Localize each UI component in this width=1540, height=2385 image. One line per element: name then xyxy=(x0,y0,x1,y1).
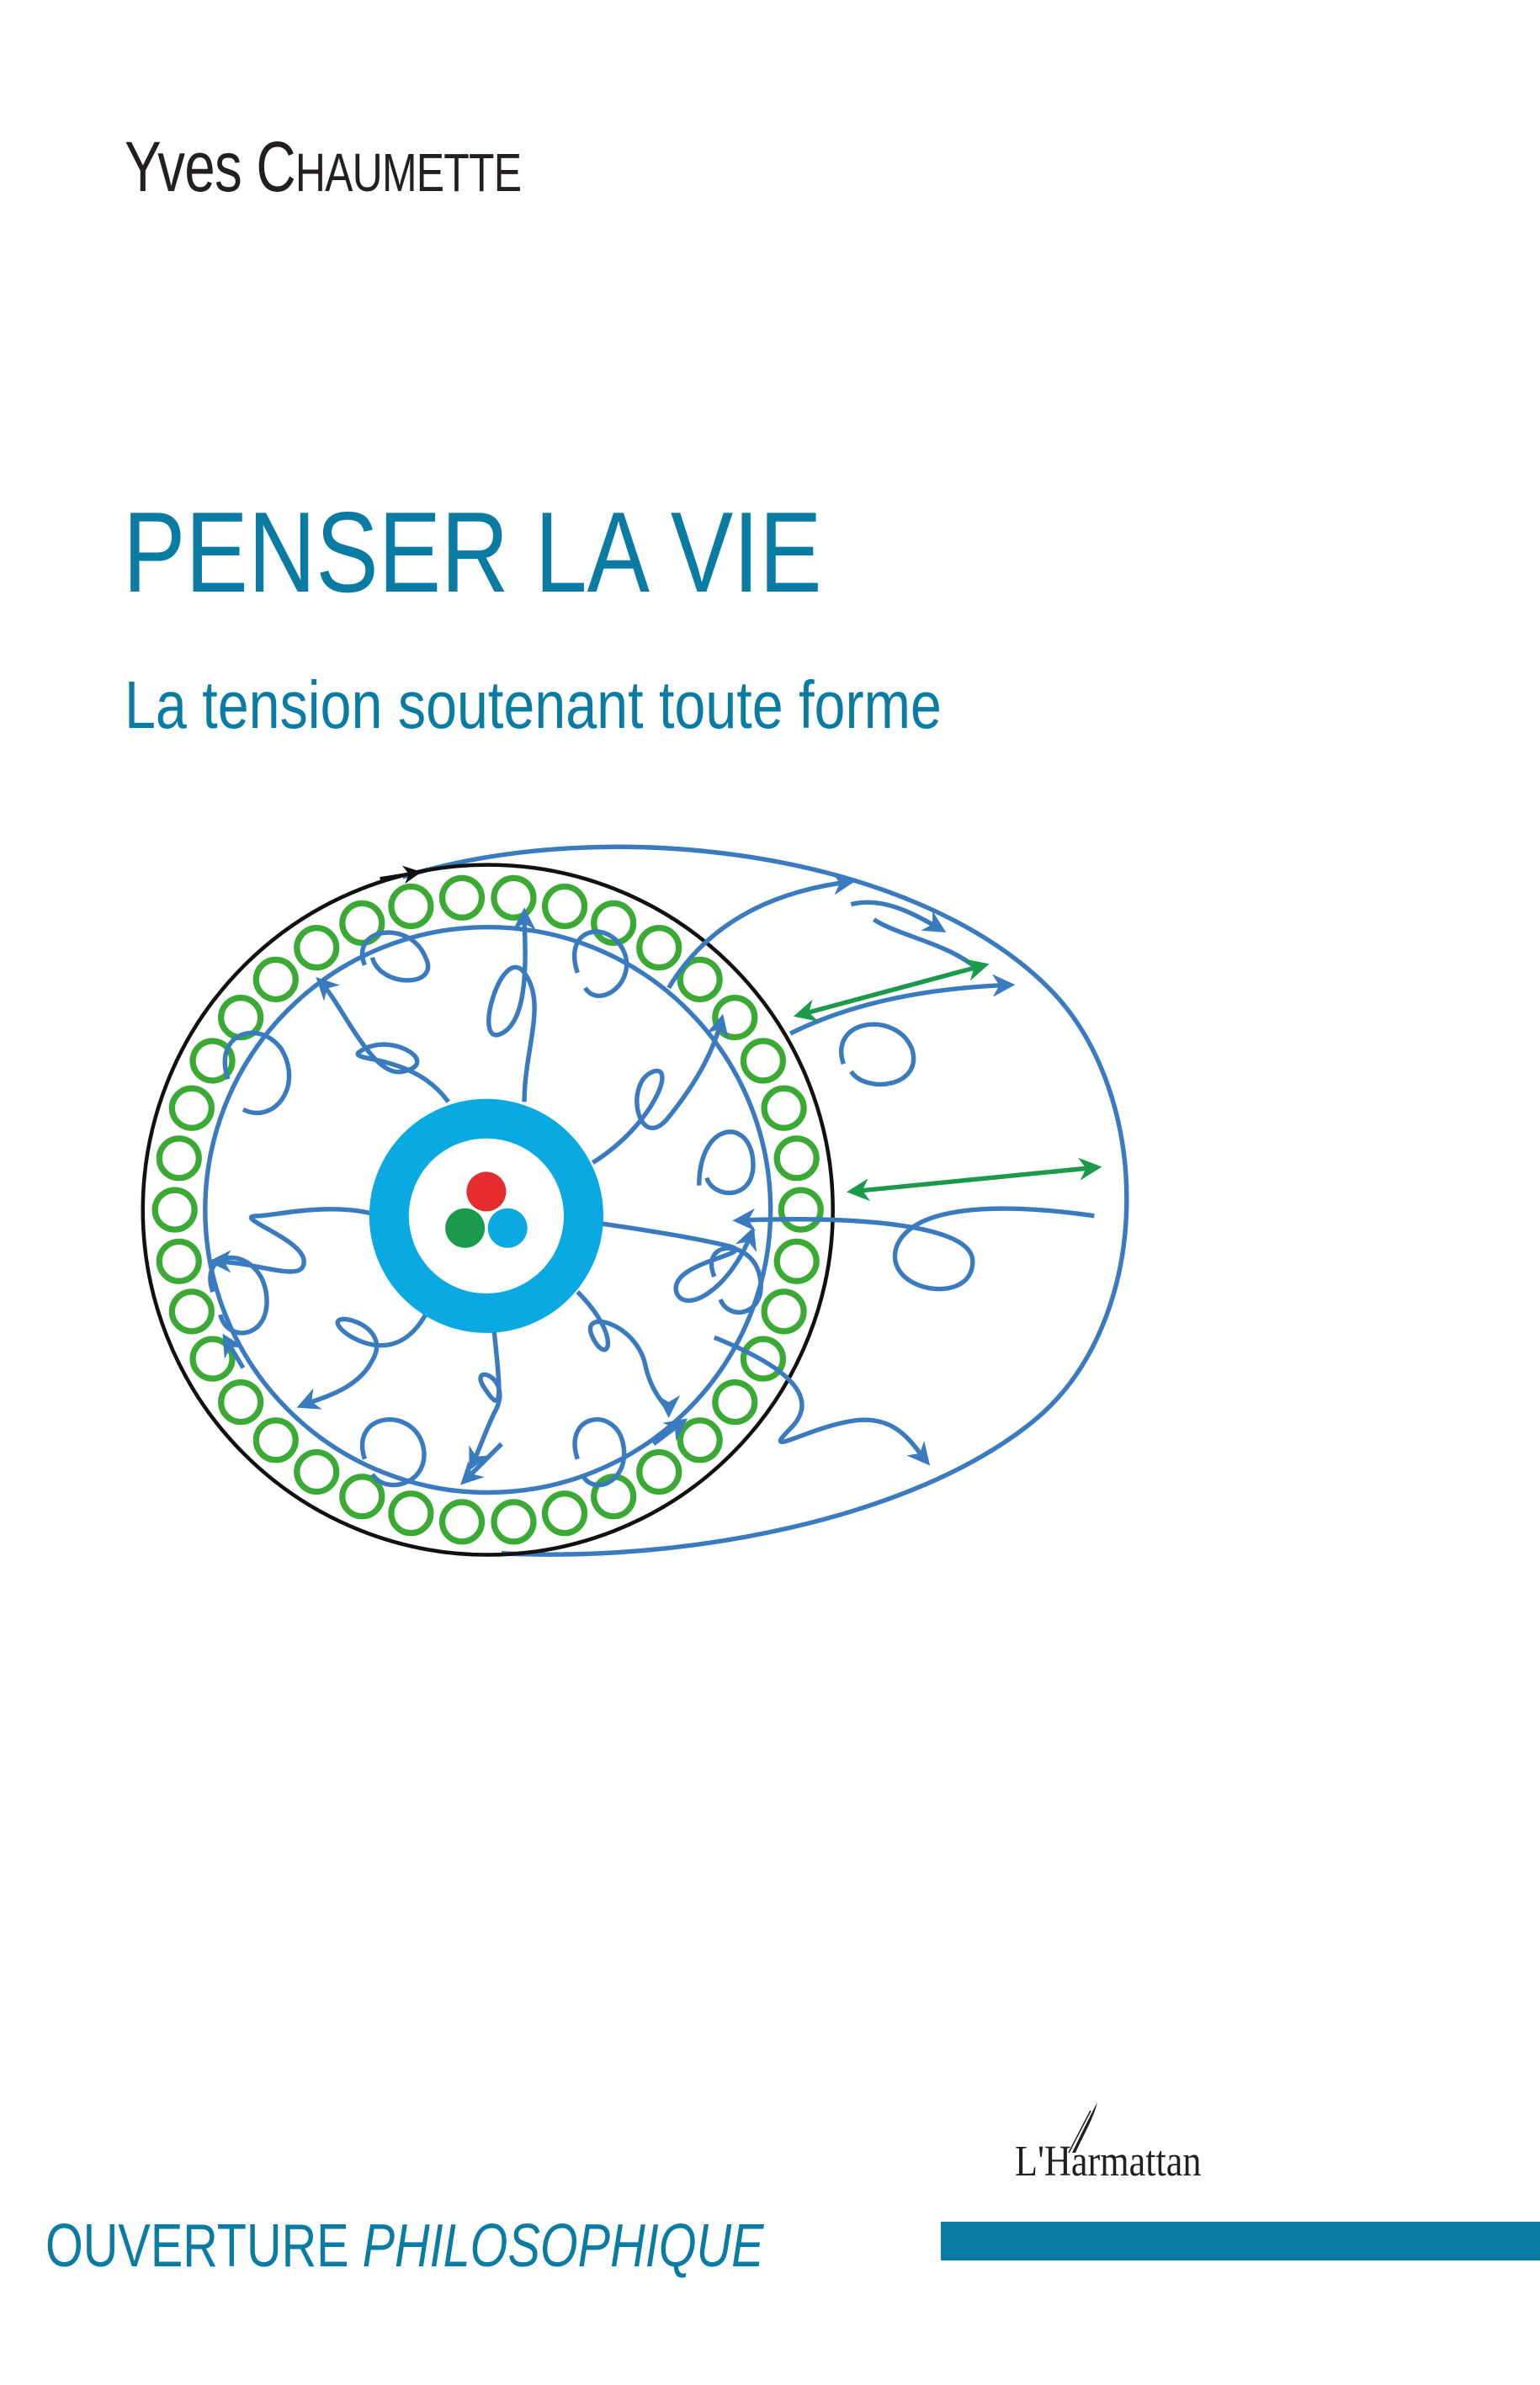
bead xyxy=(773,1135,820,1182)
blue-dot xyxy=(487,1208,528,1248)
quill-icon xyxy=(1068,2102,1097,2153)
bead xyxy=(677,1417,723,1463)
flow-arrow xyxy=(486,907,537,1102)
cell-boundary xyxy=(141,863,835,1557)
bead xyxy=(168,1085,215,1131)
bead xyxy=(712,994,758,1041)
bead xyxy=(712,1378,758,1426)
bead xyxy=(252,956,299,1002)
bead xyxy=(189,1336,236,1382)
flow-arrow xyxy=(697,1129,756,1196)
bead xyxy=(438,874,486,921)
bead xyxy=(636,925,682,971)
bead xyxy=(388,1490,434,1537)
bead xyxy=(339,1474,385,1520)
bead xyxy=(677,956,723,1002)
flow-arrow xyxy=(713,1335,931,1466)
bead xyxy=(636,1448,682,1495)
outer-membrane-curve xyxy=(401,844,1129,1557)
bead xyxy=(541,1490,588,1537)
inner-flow-circle xyxy=(203,924,773,1495)
accent-bar xyxy=(941,2222,1540,2260)
flow-arrow xyxy=(208,1207,381,1274)
bead xyxy=(761,1288,807,1335)
flow-arrow xyxy=(591,1013,729,1165)
flow-arrow xyxy=(709,1246,763,1315)
flow-arrow xyxy=(651,1418,688,1446)
flow-arrow xyxy=(732,1206,1095,1292)
flow-arrow xyxy=(459,1442,503,1485)
flow-arrow xyxy=(839,1022,916,1087)
flow-arrow xyxy=(572,1417,627,1488)
publisher-logo: L'Harmattan xyxy=(1015,2102,1259,2186)
bead xyxy=(294,925,340,971)
flow-arrow xyxy=(316,977,450,1103)
bead xyxy=(491,1499,537,1545)
green-dot xyxy=(445,1208,486,1248)
flow-arrow xyxy=(208,1255,269,1336)
book-subtitle: La tension soutenant toute forme xyxy=(125,667,942,742)
bead xyxy=(252,1417,299,1463)
bead xyxy=(773,1238,820,1284)
flow-arrow xyxy=(599,1221,757,1304)
author-name: Yves CHAUMETTE xyxy=(125,127,522,206)
flow-arrow xyxy=(360,930,431,983)
bead xyxy=(491,874,537,921)
flow-arrow xyxy=(222,1333,246,1369)
flow-arrow xyxy=(571,929,629,999)
bead xyxy=(761,1085,807,1131)
bead xyxy=(740,1038,787,1084)
bead xyxy=(189,1038,236,1084)
book-title: PENSER LA VIE xyxy=(123,488,822,616)
bead xyxy=(156,1135,202,1182)
red-dot xyxy=(466,1171,507,1212)
flow-arrow xyxy=(576,1290,681,1418)
flow-arrow xyxy=(469,1329,502,1471)
bead xyxy=(168,1288,215,1335)
bead xyxy=(541,883,588,930)
flow-arrow xyxy=(872,917,974,967)
flow-arrow xyxy=(296,1313,428,1410)
bead xyxy=(156,1238,202,1284)
flow-arrow xyxy=(222,1030,292,1116)
tension-arrow-lower xyxy=(846,1157,1102,1202)
flow-arrow xyxy=(360,1417,427,1488)
flow-arrow xyxy=(666,872,856,990)
bead xyxy=(438,1499,486,1545)
tension-arrow-upper xyxy=(793,959,990,1022)
bead xyxy=(339,900,385,946)
bead xyxy=(778,1187,824,1233)
bead xyxy=(151,1187,198,1233)
flow-arrow xyxy=(850,900,947,933)
bead xyxy=(294,1448,340,1495)
bead xyxy=(388,883,434,930)
series-name: OUVERTURE PHILOSOPHIQUE xyxy=(45,2212,764,2280)
nucleus-ring xyxy=(369,1098,603,1333)
bead xyxy=(218,1378,264,1426)
author-last-name: CHAUMETTE xyxy=(256,127,522,206)
